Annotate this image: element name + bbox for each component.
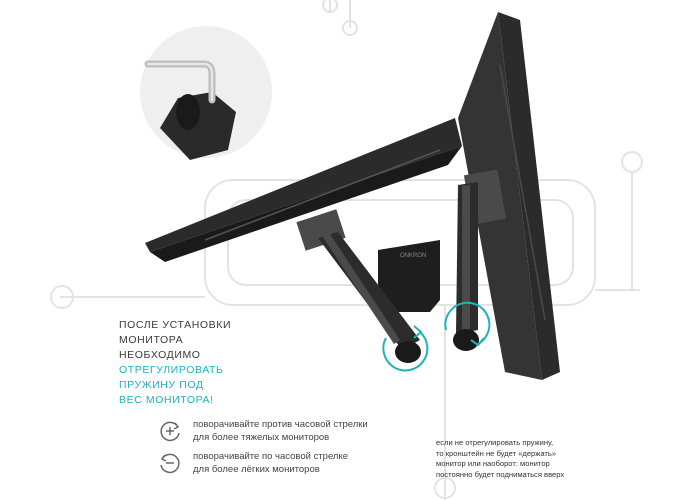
rotate-ccw-plus-icon — [160, 421, 180, 442]
tip-line: для более лёгких мониторов — [193, 464, 320, 475]
headline-accent-line: ПРУЖИНУ ПОД — [119, 379, 204, 391]
headline-line: ПОСЛЕ УСТАНОВКИ — [119, 319, 232, 331]
headline-line: НЕОБХОДИМО — [119, 349, 201, 361]
note-line: если не отрегулировать пружину, — [436, 438, 554, 447]
mount-clamp — [378, 240, 440, 312]
rotate-cw-minus-icon — [160, 453, 180, 474]
headline-text: ПОСЛЕ УСТАНОВКИ МОНИТОРА НЕОБХОДИМО ОТРЕ… — [119, 318, 289, 408]
headline-accent-line: ВЕС МОНИТОРА! — [119, 394, 214, 406]
headline-line: МОНИТОРА — [119, 334, 184, 346]
brand-logo-mark: ONKRON — [400, 253, 426, 259]
tip-line: поворачивайте по часовой стрелке — [193, 451, 349, 462]
note-line: монитор или наоборот: монитор — [436, 459, 550, 468]
rotation-arrow-left-icon — [382, 325, 429, 372]
right-arm — [453, 182, 479, 351]
left-arm — [318, 232, 421, 363]
zoom-inset — [140, 26, 272, 160]
tip-heavier: поворачивайте против часовой стрелки для… — [157, 418, 427, 444]
tip-lighter: поворачивайте по часовой стрелке для бол… — [157, 450, 427, 476]
tip-line: поворачивайте против часовой стрелки — [193, 419, 368, 430]
note-line: постоянно будет подниматься вверх — [436, 469, 565, 479]
rotation-arrow-right-icon — [444, 301, 491, 347]
spring-note: если не отрегулировать пружину, то кронш… — [436, 438, 596, 480]
left-monitor — [145, 118, 462, 262]
note-line: то кронштейн не будет «держать» — [436, 448, 557, 458]
tip-line: для более тяжелых мониторов — [193, 432, 330, 443]
headline-accent-line: ОТРЕГУЛИРОВАТЬ — [119, 364, 224, 376]
